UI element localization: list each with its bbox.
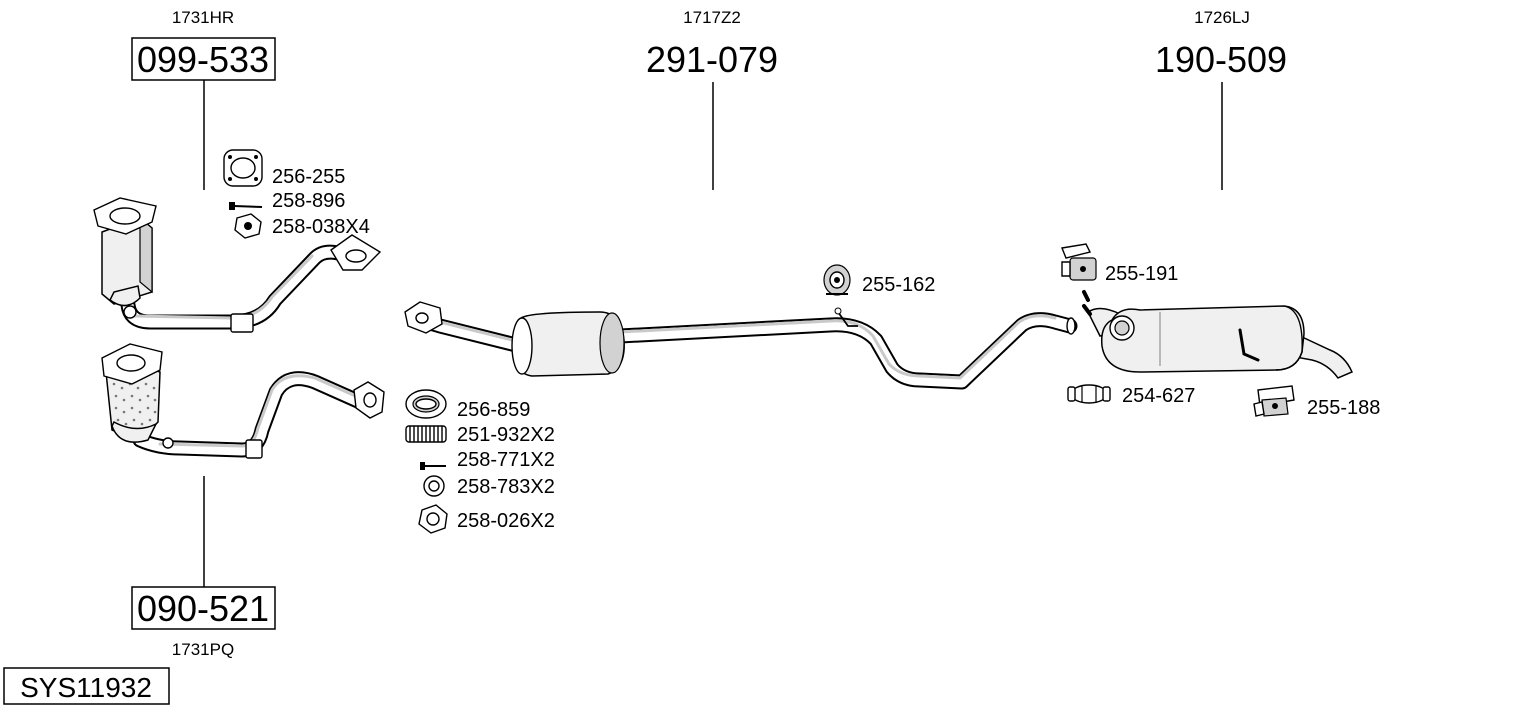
part-number-rear-silencer[interactable]: 190-509 xyxy=(1155,39,1287,80)
system-code: SYS11932 xyxy=(20,672,152,703)
oem-code-front-cat-bottom: 1731PQ xyxy=(172,640,234,659)
part-label-hanger-centre: 255-162 xyxy=(862,274,935,296)
part-label-bolt-top: 258-896 xyxy=(272,190,345,212)
part-box-front-cat-top xyxy=(131,37,276,81)
fitting-hanger-rear-bottom[interactable]: 255-188 xyxy=(1253,385,1380,419)
part-label-washer-mid: 258-783X2 xyxy=(457,476,555,498)
part-label-clamp-rear: 254-627 xyxy=(1122,385,1195,407)
bolt-icon xyxy=(233,205,263,208)
fitting-nut-mid[interactable]: 258-026X2 xyxy=(418,504,555,534)
part-number-front-cat-top[interactable]: 099-533 xyxy=(137,39,269,80)
centre-pipe-drawing[interactable] xyxy=(404,301,1078,390)
part-number-front-cat-bottom[interactable]: 090-521 xyxy=(137,588,269,629)
fitting-bolt-top[interactable]: 258-896 xyxy=(229,190,345,212)
fitting-hanger-rear-top[interactable]: 255-191 xyxy=(1061,243,1178,316)
catalyst-texture xyxy=(112,382,157,426)
part-label-hanger-rear-top: 255-191 xyxy=(1105,263,1178,285)
fitting-nut-top[interactable]: 258-038X4 xyxy=(234,213,370,239)
clamp-icon xyxy=(1070,384,1108,404)
header-rear-silencer: 1726LJ 190-509 xyxy=(1155,8,1287,190)
part-number-centre-pipe[interactable]: 291-079 xyxy=(646,39,778,80)
fitting-springs[interactable]: 251-932X2 xyxy=(405,424,555,446)
hanger-pin-icon xyxy=(837,311,858,327)
rear-silencer-drawing[interactable] xyxy=(1087,305,1353,379)
fitting-hanger-centre[interactable]: 255-162 xyxy=(823,264,935,296)
part-label-nut-top: 258-038X4 xyxy=(272,216,370,238)
fitting-bolt-mid[interactable]: 258-771X2 xyxy=(420,449,555,471)
footer-front-cat-bottom: 090-521 1731PQ xyxy=(131,476,276,659)
header-centre-pipe: 1717Z2 291-079 xyxy=(646,8,778,190)
fitting-gasket-top[interactable]: 256-255 xyxy=(223,149,345,188)
oem-code-centre-pipe: 1717Z2 xyxy=(683,8,741,27)
oem-code-front-cat-top: 1731HR xyxy=(172,8,234,27)
clip-icon xyxy=(245,439,263,459)
part-label-bolt-mid: 258-771X2 xyxy=(457,449,555,471)
part-label-nut-mid: 258-026X2 xyxy=(457,510,555,532)
header-front-cat-top: 1731HR 099-533 xyxy=(131,8,276,190)
fitting-washer-mid[interactable]: 258-783X2 xyxy=(423,475,555,498)
tail-pipe-icon xyxy=(1288,335,1353,379)
system-code-box: SYS11932 xyxy=(3,667,170,705)
part-label-springs: 251-932X2 xyxy=(457,424,555,446)
bracket-icon xyxy=(1061,243,1092,259)
part-label-gasket-top: 256-255 xyxy=(272,166,345,188)
fitting-clamp-rear[interactable]: 254-627 xyxy=(1067,384,1195,407)
hanger-bracket-icon xyxy=(1238,328,1260,362)
front-catalyst-top-drawing[interactable] xyxy=(93,197,382,333)
system-code-frame xyxy=(3,667,170,705)
part-label-ring-gasket: 256-859 xyxy=(457,399,530,421)
fitting-ring-gasket[interactable]: 256-859 xyxy=(405,389,530,421)
part-label-hanger-rear-bottom: 255-188 xyxy=(1307,397,1380,419)
clip-icon xyxy=(230,313,254,333)
part-box-front-cat-bottom xyxy=(131,586,276,630)
rear-silencer-icon xyxy=(1100,305,1305,373)
front-catalyst-bottom-drawing[interactable] xyxy=(101,343,385,459)
oem-code-rear-silencer: 1726LJ xyxy=(1194,8,1250,27)
